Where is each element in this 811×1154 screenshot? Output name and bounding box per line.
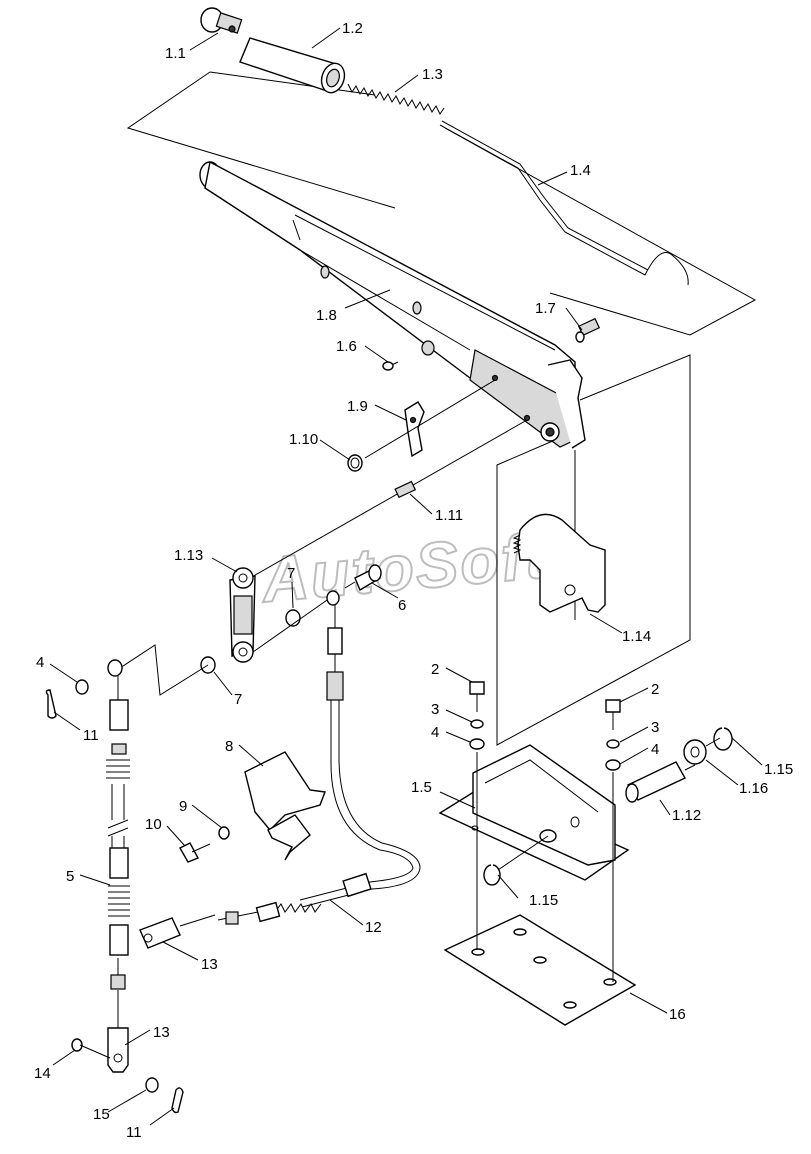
callout-4c: 4 (651, 741, 659, 758)
callout-1-15a: 1.15 (764, 761, 793, 778)
callout-1-6: 1.6 (336, 338, 357, 355)
washer-15 (145, 1077, 159, 1093)
lever-body (199, 160, 586, 449)
callout-2a: 2 (431, 661, 439, 678)
callout-10: 10 (145, 816, 162, 833)
snap-ring-1-15b (483, 864, 501, 886)
pin-1-11 (394, 480, 417, 499)
pin-1-7 (575, 317, 601, 343)
brake-cable-12 (217, 590, 421, 925)
clevis-pin-14 (71, 1038, 111, 1059)
base-plate-16 (443, 914, 637, 1026)
callout-1-4: 1.4 (570, 162, 591, 179)
pawl-1-9 (404, 401, 425, 458)
leader-lines (49, 27, 763, 1126)
callout-5: 5 (66, 868, 74, 885)
bolt-2a (469, 681, 485, 750)
callout-2b: 2 (651, 681, 659, 698)
cotter-pin-11b (171, 1087, 184, 1114)
callout-1-9: 1.9 (347, 398, 368, 415)
clevis-pin-6 (354, 564, 382, 592)
callout-12: 12 (365, 919, 382, 936)
snap-ring-1-15a (713, 727, 733, 751)
callout-1-12: 1.12 (672, 807, 701, 824)
bolt-2b (605, 699, 621, 771)
callout-1-14: 1.14 (622, 628, 651, 645)
washer-4a (75, 679, 89, 695)
callout-4b: 4 (431, 724, 439, 741)
callout-7a: 7 (287, 565, 295, 582)
callout-7b: 7 (234, 691, 242, 708)
ratchet-bracket-plane (496, 354, 691, 746)
link-1-13 (229, 567, 256, 663)
alignment-lines (476, 752, 614, 982)
callout-3b: 3 (651, 719, 659, 736)
callout-15: 15 (93, 1106, 110, 1123)
washer-9 (218, 826, 230, 840)
cable-bracket-8 (244, 751, 326, 861)
callout-1-8: 1.8 (316, 307, 337, 324)
callout-11b: 11 (126, 1124, 142, 1141)
callout-13a: 13 (201, 956, 218, 973)
cable-assembly-5 (106, 659, 130, 1073)
callout-1-1: 1.1 (165, 45, 186, 62)
lever-assembly-plane (126, 71, 757, 336)
callout-1-5: 1.5 (411, 779, 432, 796)
pin-axis-line (497, 737, 721, 871)
callout-1-10: 1.10 (289, 431, 318, 448)
callout-9: 9 (179, 798, 187, 815)
callout-1-11: 1.11 (435, 507, 463, 524)
bolt-10 (179, 842, 211, 863)
callout-8: 8 (225, 738, 233, 755)
callout-labels: 1.1 1.2 1.3 1.4 1.8 1.7 1.6 1.9 1.10 1.1… (34, 20, 793, 1141)
callout-1-2: 1.2 (342, 20, 363, 37)
callout-1-15b: 1.15 (529, 892, 558, 909)
assembly-guide-line (119, 644, 209, 696)
screw-1-6 (382, 340, 435, 371)
callout-13b: 13 (153, 1024, 170, 1041)
callout-3a: 3 (431, 701, 439, 718)
callout-6: 6 (398, 597, 406, 614)
washer-1-16 (683, 739, 707, 765)
clevis-13a (139, 914, 216, 949)
assembly-guide-line-2 (252, 581, 356, 653)
knob-part (200, 7, 243, 34)
sleeve-part (239, 37, 346, 94)
washer-1-10 (347, 454, 363, 472)
release-rod-part (439, 120, 689, 286)
callout-11a: 11 (83, 727, 99, 744)
callout-1-7: 1.7 (535, 300, 556, 317)
cotter-pin-11a (45, 689, 57, 719)
callout-16: 16 (669, 1006, 686, 1023)
callout-14: 14 (34, 1065, 51, 1082)
bracket-1-5 (438, 744, 630, 881)
pivot-pin-1-12 (625, 761, 686, 803)
callout-1-16: 1.16 (739, 780, 768, 797)
callout-1-3: 1.3 (422, 66, 443, 83)
spring-part (347, 83, 445, 115)
callout-1-13: 1.13 (174, 547, 203, 564)
ratchet-sector-1-14 (512, 513, 606, 613)
callout-4a: 4 (36, 654, 44, 671)
